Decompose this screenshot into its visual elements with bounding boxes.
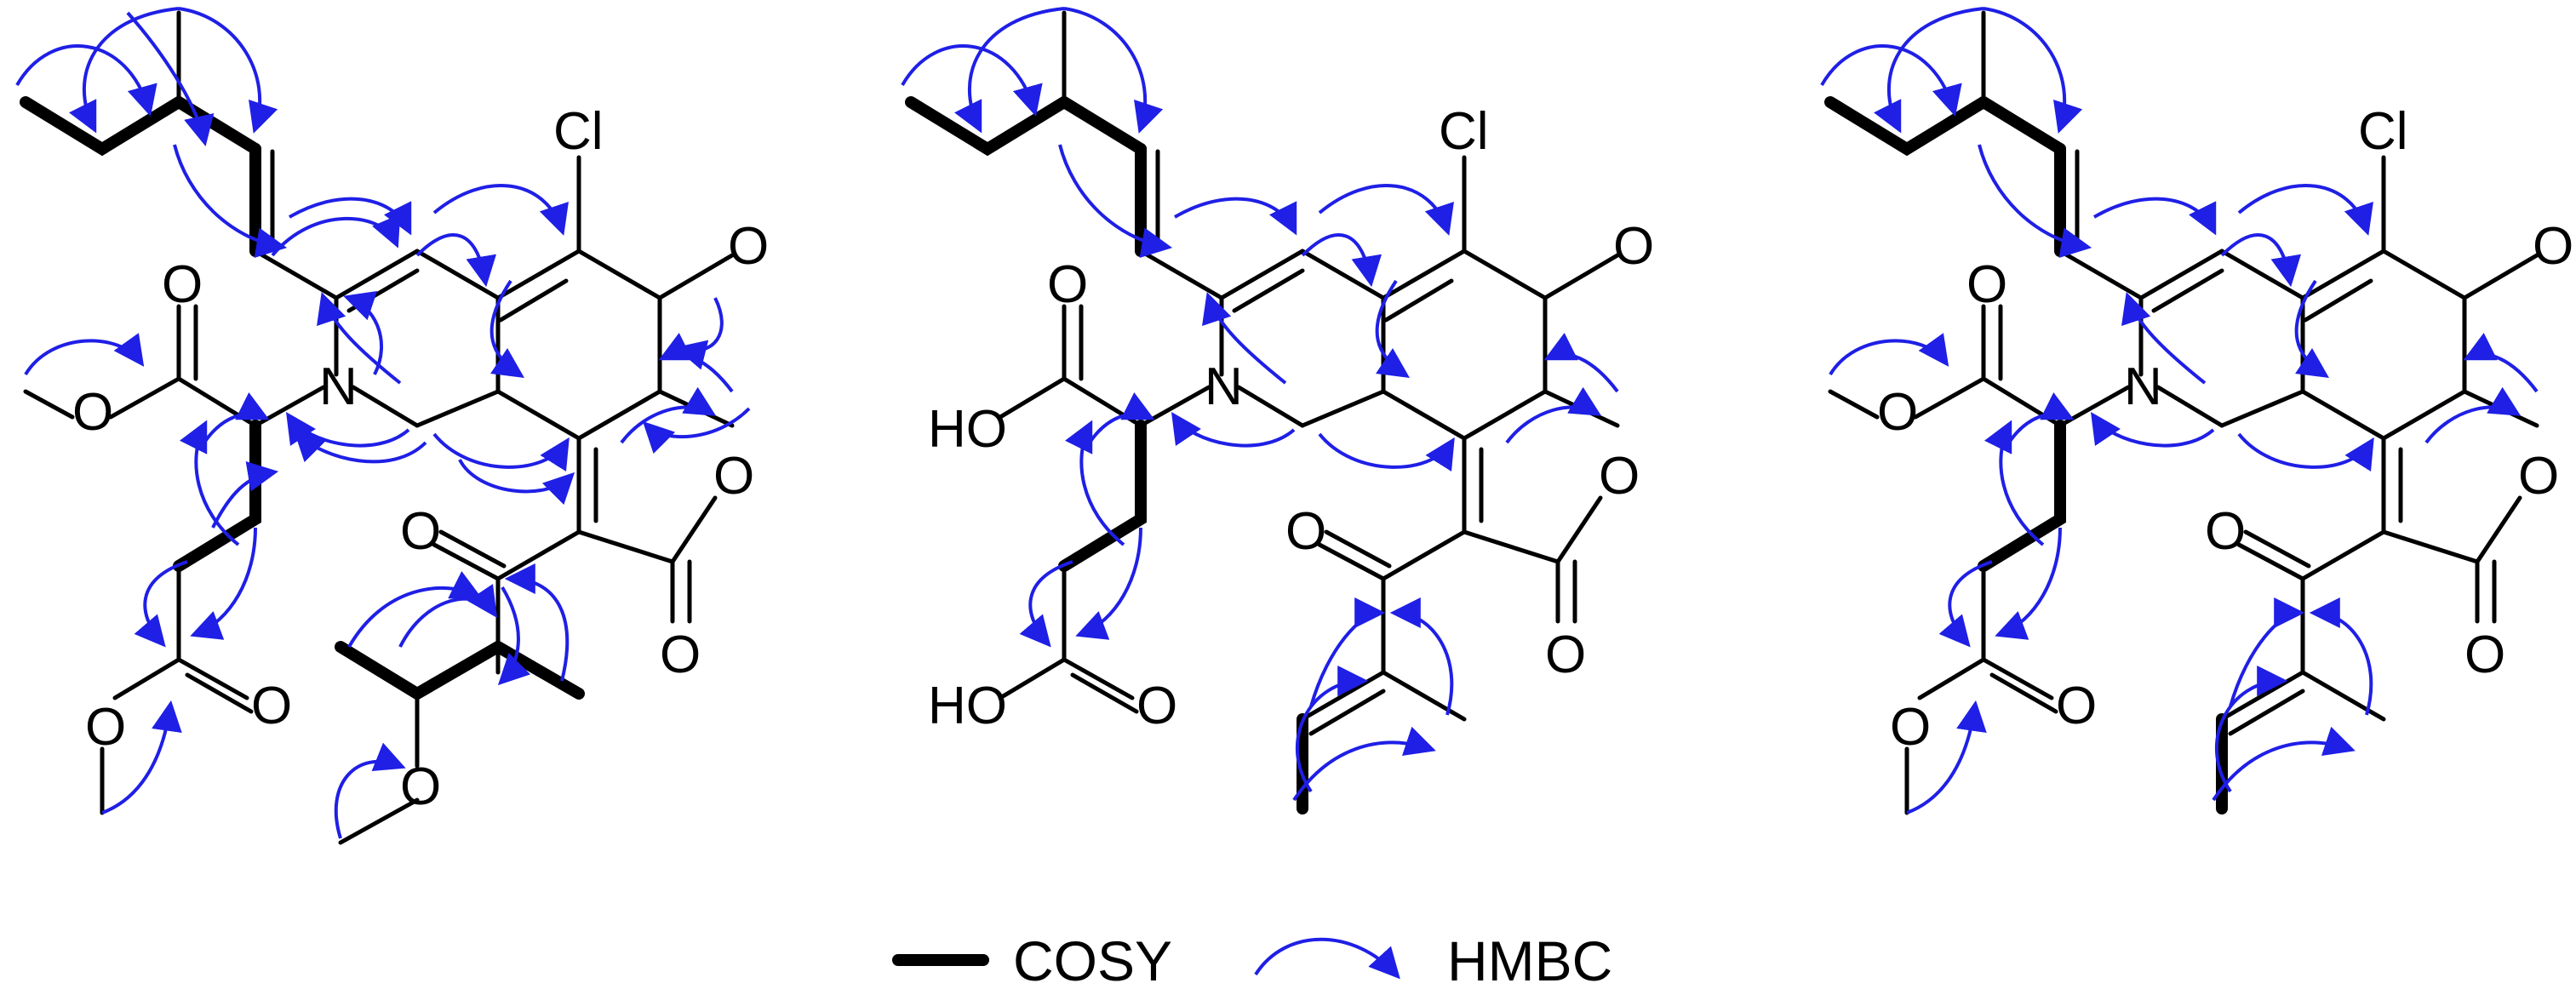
structure-1-hmbc-arrows <box>15 7 751 839</box>
structure-2-bonds <box>905 10 1620 815</box>
lactone-oxygen-label: O <box>2464 626 2505 684</box>
ketone-oxygen-label: O <box>728 217 769 276</box>
nitrogen-label: N <box>1205 357 1243 416</box>
ester2-carbonyl-oxygen-label: O <box>251 677 292 735</box>
structure-2: Cl O N O O O O HO O HO <box>901 7 1654 815</box>
ester1-carbonyl-oxygen-label: O <box>1966 255 2007 314</box>
acyl-oxygen-label: O <box>2205 502 2246 561</box>
chlorine-label: Cl <box>1439 102 1489 161</box>
structure-2-hmbc-arrows <box>901 7 1619 802</box>
hmbc-legend-label: HMBC <box>1447 929 1612 992</box>
ester2-carbonyl-oxygen-label: O <box>2056 677 2097 735</box>
nitrogen-label: N <box>319 357 358 416</box>
ring-oxygen-label: O <box>1599 447 1640 506</box>
acid2-carbonyl-oxygen-label: O <box>1136 677 1177 735</box>
cosy-legend-label: COSY <box>1013 929 1172 992</box>
acid2-hydroxyl-label: HO <box>928 677 1007 735</box>
ester1-carbonyl-oxygen-label: O <box>162 255 203 314</box>
ring-oxygen-label: O <box>713 447 754 506</box>
acyl-oxygen-label: O <box>400 502 441 561</box>
ketone-oxygen-label: O <box>2533 217 2573 276</box>
acid1-carbonyl-oxygen-label: O <box>1047 255 1088 314</box>
nitrogen-label: N <box>2124 357 2162 416</box>
structure-1-atom-labels: Cl O N O O O O O O O O <box>72 102 769 816</box>
hmbc-legend-arrow <box>1254 937 1400 980</box>
chlorine-label: Cl <box>2358 102 2408 161</box>
structure-3-hmbc-arrows <box>1820 7 2539 815</box>
methoxy-oxygen-label: O <box>400 757 441 816</box>
lactone-oxygen-label: O <box>1545 626 1586 684</box>
legend: COSY HMBC <box>892 929 1612 992</box>
ring-oxygen-label: O <box>2518 447 2559 506</box>
acid1-hydroxyl-label: HO <box>928 400 1007 459</box>
structure-1: Cl O N O O O O O O O O <box>15 7 769 845</box>
ketone-oxygen-label: O <box>1613 217 1654 276</box>
structure-3-atom-labels: Cl O N O O O O O O O <box>1877 102 2573 757</box>
chlorine-label: Cl <box>553 102 604 161</box>
ester2-alkoxy-oxygen-label: O <box>1890 698 1931 757</box>
acyl-oxygen-label: O <box>1285 502 1326 561</box>
structure-3: Cl O N O O O O O O O <box>1820 7 2573 815</box>
lactone-oxygen-label: O <box>660 626 701 684</box>
structure-2-atom-labels: Cl O N O O O O HO O HO <box>928 102 1654 735</box>
ester2-alkoxy-oxygen-label: O <box>85 698 126 757</box>
structure-1-bonds <box>20 10 735 845</box>
ester1-alkoxy-oxygen-label: O <box>72 383 113 442</box>
ester1-alkoxy-oxygen-label: O <box>1877 383 1918 442</box>
structure-3-bonds <box>1824 10 2539 815</box>
